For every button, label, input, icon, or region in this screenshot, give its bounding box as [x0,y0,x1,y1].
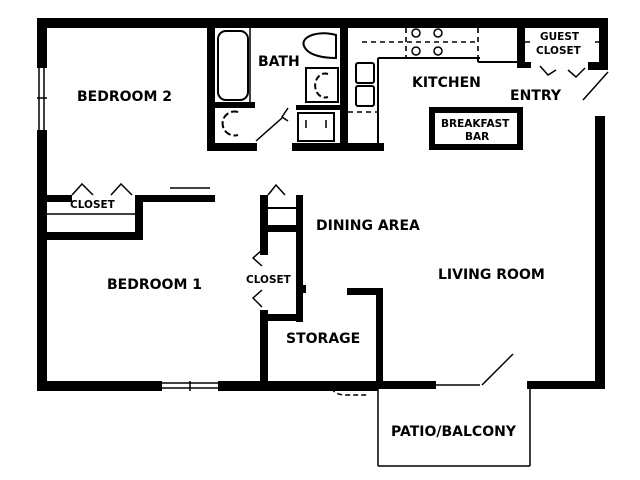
label-bedroom-2: BEDROOM 2 [77,89,172,105]
guest-closet-door-left[interactable] [539,65,557,76]
label-living-room: LIVING ROOM [438,267,545,283]
bathtub-icon [217,30,249,101]
patio-outline [377,389,531,467]
kitchen-sink-icon [355,62,375,84]
label-breakfast-bar-1: BREAKFAST [441,118,510,130]
sink-icon [302,32,337,60]
breakfast-bar [429,107,523,150]
closet-door-right[interactable] [110,182,133,196]
kitchen-walls [348,57,518,151]
storage-door[interactable] [331,387,368,396]
guest-closet-door-right[interactable] [567,67,586,79]
bedroom-2-closet-walls [37,187,215,240]
label-patio-balcony: PATIO/BALCONY [391,424,517,440]
closet-door-left[interactable] [71,182,94,196]
closet-door-upper[interactable] [251,249,263,267]
label-bedroom-1: BEDROOM 1 [107,277,202,293]
label-storage: STORAGE [286,331,360,347]
window-bedroom-2 [37,68,47,130]
central-walls [260,195,383,385]
label-entry: ENTRY [510,88,562,104]
label-bath: BATH [258,54,300,70]
label-closet-bedroom-2: CLOSET [70,199,116,211]
vanity-icon [297,112,335,142]
stove-icon [405,28,443,58]
washer-icon [221,110,239,137]
window-bedroom-1 [162,381,218,391]
label-guest-closet-1: GUEST [540,31,580,43]
bath-walls [207,18,348,151]
label-kitchen: KITCHEN [412,75,481,91]
entry-door[interactable] [582,71,609,101]
closet-door-lower[interactable] [251,289,263,308]
label-breakfast-bar-2: BAR [465,131,489,143]
guest-closet-walls [517,18,608,70]
label-closet-bedroom-1: CLOSET [246,274,292,286]
kitchen-sink-icon-2 [355,85,375,107]
patio-door-swing[interactable] [481,353,514,386]
label-guest-closet-2: CLOSET [536,45,582,57]
bath-door[interactable] [255,117,283,142]
label-dining-area: DINING AREA [316,218,420,234]
closet-door-top[interactable] [267,183,286,196]
